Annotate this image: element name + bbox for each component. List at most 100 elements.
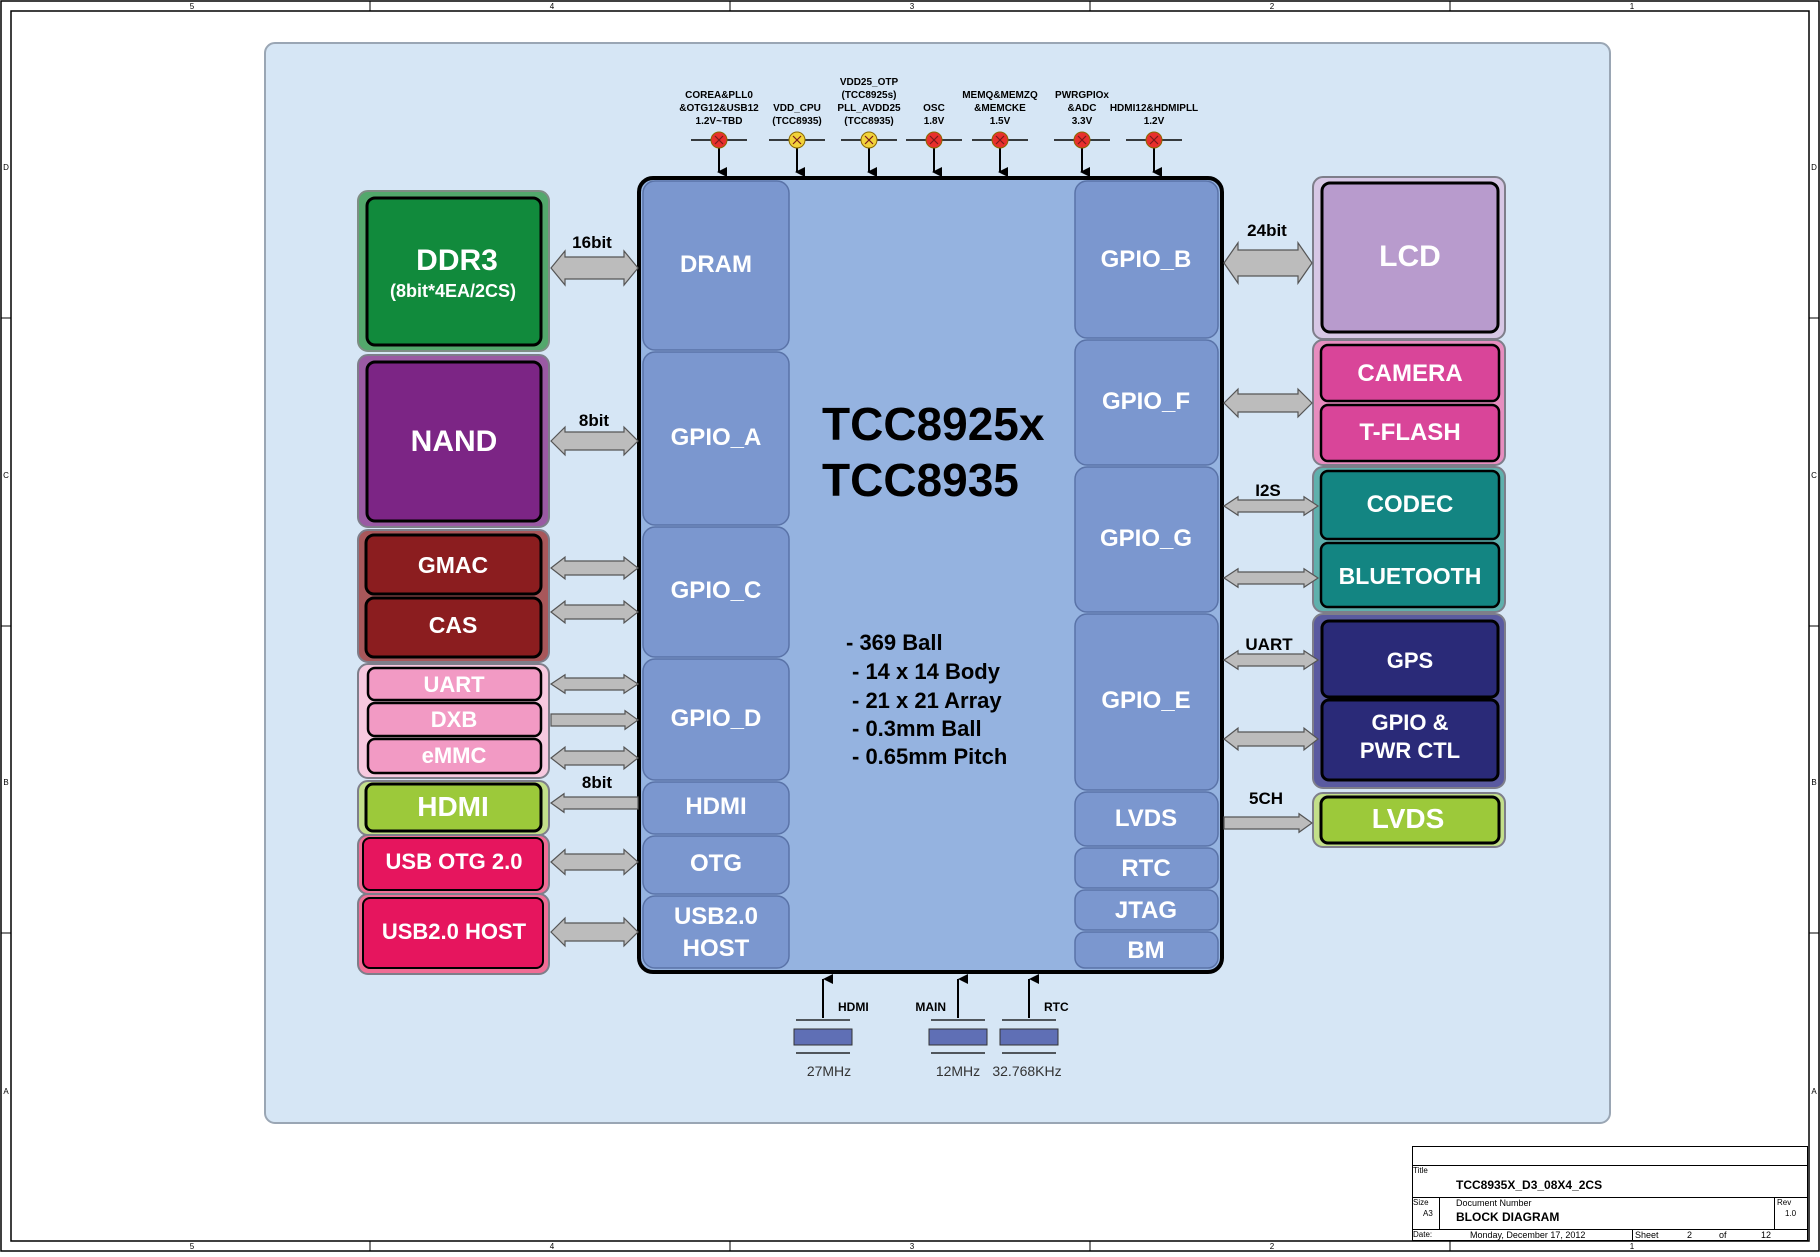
- nand-block: [365, 360, 543, 523]
- port-otg: OTG: [690, 850, 742, 877]
- power-rail-label: (TCC8925s): [841, 90, 896, 101]
- port-hdmi: HDMI: [685, 793, 746, 820]
- col-label: 5: [190, 1242, 195, 1251]
- feature-item: - 369 Ball: [846, 630, 943, 655]
- dxb-bus-arrow: [550, 709, 640, 731]
- lvds-label: LVDS: [1372, 803, 1445, 834]
- col-label: 1: [1630, 2, 1635, 11]
- gpio-pwr-label-1: GPIO &: [1371, 710, 1448, 735]
- port-gpio-e: GPIO_E: [1101, 687, 1190, 714]
- clock-frequency: 27MHz: [807, 1063, 851, 1079]
- border-labels: 5 4 3 2 1 5 4 3 2 1 D C B A D C B A: [3, 2, 1817, 1251]
- power-rail-label: &OTG12&USB12: [679, 103, 759, 114]
- bus-label-gps: UART: [1245, 635, 1293, 654]
- rev-label: Rev: [1777, 1198, 1792, 1207]
- ddr3-block: [365, 196, 543, 347]
- size-label: Size: [1413, 1198, 1429, 1207]
- power-rail: VDD25_OTP(TCC8925s)PLL_AVDD25(TCC8935): [837, 77, 901, 177]
- rev-value: 1.0: [1785, 1209, 1797, 1218]
- row-label: B: [3, 778, 8, 787]
- title-block-line: [1774, 1197, 1775, 1229]
- tflash-label: T-FLASH: [1359, 419, 1460, 446]
- usb-host-label: USB2.0 HOST: [382, 919, 527, 944]
- gpio-pwr-block: [1320, 698, 1500, 782]
- clock-frequency: 32.768KHz: [992, 1063, 1061, 1079]
- col-label: 2: [1270, 2, 1275, 11]
- col-label: 4: [550, 1242, 555, 1251]
- usb-otg-label: USB OTG 2.0: [386, 849, 523, 874]
- clock-hdmi: HDMI 27MHz: [793, 974, 869, 1079]
- of-label: of: [1719, 1230, 1727, 1240]
- of-value: 12: [1761, 1230, 1772, 1240]
- gmac-block: [364, 533, 543, 596]
- row-label: A: [1811, 1087, 1817, 1096]
- power-rail-label: 1.8V: [924, 116, 945, 127]
- row-label: D: [1811, 163, 1817, 172]
- crystal-symbol: [999, 1028, 1059, 1046]
- col-label: 1: [1630, 1242, 1635, 1251]
- port-gpio-g: GPIO_G: [1100, 525, 1192, 552]
- port-lvds: LVDS: [1115, 805, 1177, 832]
- hdmi-bus-arrow: [549, 792, 639, 814]
- feature-item: - 21 x 21 Array: [852, 688, 1002, 713]
- right-port-shapes: [1074, 180, 1219, 969]
- power-rail-label: 1.5V: [990, 116, 1011, 127]
- power-rail-label: 1.2V~TBD: [696, 116, 743, 127]
- power-rail-label: HDMI12&HDMIPLL: [1110, 103, 1198, 114]
- title-value: TCC8935X_D3_08X4_2CS: [1456, 1178, 1603, 1192]
- power-rails: COREA&PLL0&OTG12&USB121.2V~TBDVDD_CPU(TC…: [679, 77, 1198, 177]
- title-block-line: [1412, 1229, 1808, 1230]
- date-label: Date:: [1413, 1230, 1433, 1239]
- title-label: Title: [1413, 1166, 1428, 1175]
- port-gpio-c: GPIO_C: [671, 577, 762, 604]
- bus-label-ddr: 16bit: [572, 233, 612, 252]
- uart-bus-arrow: [549, 673, 640, 695]
- gps-block: [1320, 619, 1500, 699]
- gmac-label: GMAC: [418, 552, 488, 578]
- row-label: A: [3, 1087, 9, 1096]
- bus-label-codec: I2S: [1255, 481, 1281, 500]
- power-rail-label: PLL_AVDD25: [837, 103, 901, 114]
- power-rail-label: OSC: [923, 103, 945, 114]
- gpio-pwr-label-2: PWR CTL: [1360, 738, 1460, 763]
- camera-bus-arrow: [1223, 387, 1313, 419]
- bluetooth-bus-arrow: [1222, 567, 1320, 589]
- clock-frequency: 12MHz: [936, 1063, 980, 1079]
- power-rail-label: (TCC8935): [844, 116, 893, 127]
- title-block-line: [1412, 1197, 1808, 1198]
- col-label: 4: [550, 2, 555, 11]
- power-rail-label: 1.2V: [1144, 116, 1165, 127]
- emmc-block: [366, 737, 543, 775]
- row-label: D: [3, 163, 9, 172]
- codec-block: [1319, 469, 1501, 541]
- docnum-label: Document Number: [1456, 1198, 1532, 1208]
- row-label: C: [3, 471, 9, 480]
- uart-block: [366, 666, 543, 702]
- title-block-line: [1412, 1165, 1808, 1166]
- power-rail-label: (TCC8935): [772, 116, 821, 127]
- port-gpio-f: GPIO_F: [1102, 388, 1190, 415]
- row-label: C: [1811, 471, 1817, 480]
- dxb-block: [366, 701, 543, 738]
- feature-item: - 14 x 14 Body: [852, 659, 1001, 684]
- emmc-bus-arrow: [550, 745, 639, 771]
- cas-bus-arrow: [550, 599, 639, 625]
- bluetooth-label: BLUETOOTH: [1339, 563, 1482, 589]
- tflash-block: [1319, 403, 1501, 463]
- clock-name: HDMI: [838, 1000, 869, 1014]
- cas-block: [364, 596, 543, 659]
- port-bm: BM: [1127, 937, 1164, 964]
- feature-item: - 0.65mm Pitch: [852, 744, 1007, 769]
- lcd-label: LCD: [1379, 240, 1441, 273]
- power-rail-label: VDD_CPU: [773, 103, 821, 114]
- size-value: A3: [1423, 1209, 1433, 1218]
- camera-label: CAMERA: [1357, 360, 1462, 387]
- clock-name: MAIN: [915, 1000, 946, 1014]
- lvds-block: [1319, 795, 1501, 845]
- bus-label-emmc: 8bit: [582, 773, 613, 792]
